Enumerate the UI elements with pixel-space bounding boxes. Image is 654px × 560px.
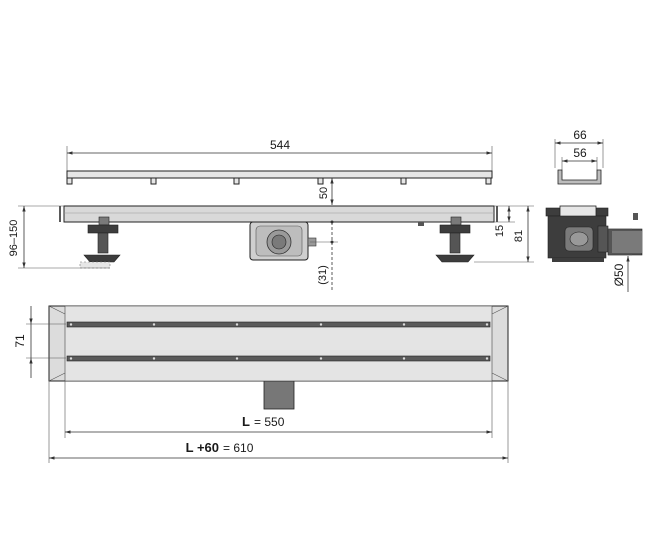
channel-cross-section: [545, 205, 638, 262]
dimension-81-label: 81: [513, 230, 525, 242]
channel-frame: [48, 305, 509, 382]
dimension-71: 71: [13, 306, 66, 378]
grate-cross-section: [557, 169, 602, 185]
dimension-56: 56: [561, 146, 598, 170]
dimension-L-symbol: L: [242, 414, 250, 429]
dimension-56-label: 56: [573, 146, 587, 160]
dimension-L-plus-60: L +60 = 610: [48, 381, 509, 463]
outlet-pipe: [607, 228, 643, 256]
dimension-96-150-label: 96–150: [8, 220, 20, 257]
dimension-diameter-50: Ø50: [608, 228, 632, 292]
dimension-L60-value: = 610: [223, 441, 254, 455]
dimension-544: 544: [66, 138, 493, 172]
grate-slot-upper: [66, 321, 491, 328]
outlet-stub: [263, 380, 295, 410]
dimension-31-label: (31): [317, 265, 329, 285]
dimension-L60-symbol: L +60: [186, 440, 219, 455]
siphon-outlet: [249, 221, 317, 261]
dimension-L: L = 550: [64, 381, 493, 438]
dimension-50-label: 50: [318, 187, 330, 199]
side-view: 544: [8, 138, 534, 290]
svg-text:L: L: [242, 414, 250, 429]
channel-side-profile: [59, 205, 498, 223]
dimension-L-value: = 550: [254, 415, 285, 429]
right-foot: [418, 216, 475, 263]
dimension-31: (31): [310, 220, 338, 290]
dimension-66-label: 66: [573, 128, 587, 142]
grate-slot-lower: [66, 355, 491, 362]
dimension-diameter-50-label: Ø50: [612, 263, 626, 286]
left-foot: [79, 216, 121, 269]
dimension-66: 66: [554, 128, 604, 168]
dimension-71-label: 71: [13, 334, 27, 348]
top-view: 71 L = 550 L +60 = 610: [13, 305, 509, 463]
cross-section-view: 66 56 Ø50: [545, 128, 643, 292]
dimension-96-150: 96–150: [8, 205, 110, 269]
dimension-81: 81: [474, 206, 534, 263]
dimension-544-label: 544: [270, 138, 290, 152]
dimension-50: 50: [318, 178, 334, 205]
grate-profile: [66, 170, 493, 185]
dimension-15-label: 15: [494, 225, 506, 237]
